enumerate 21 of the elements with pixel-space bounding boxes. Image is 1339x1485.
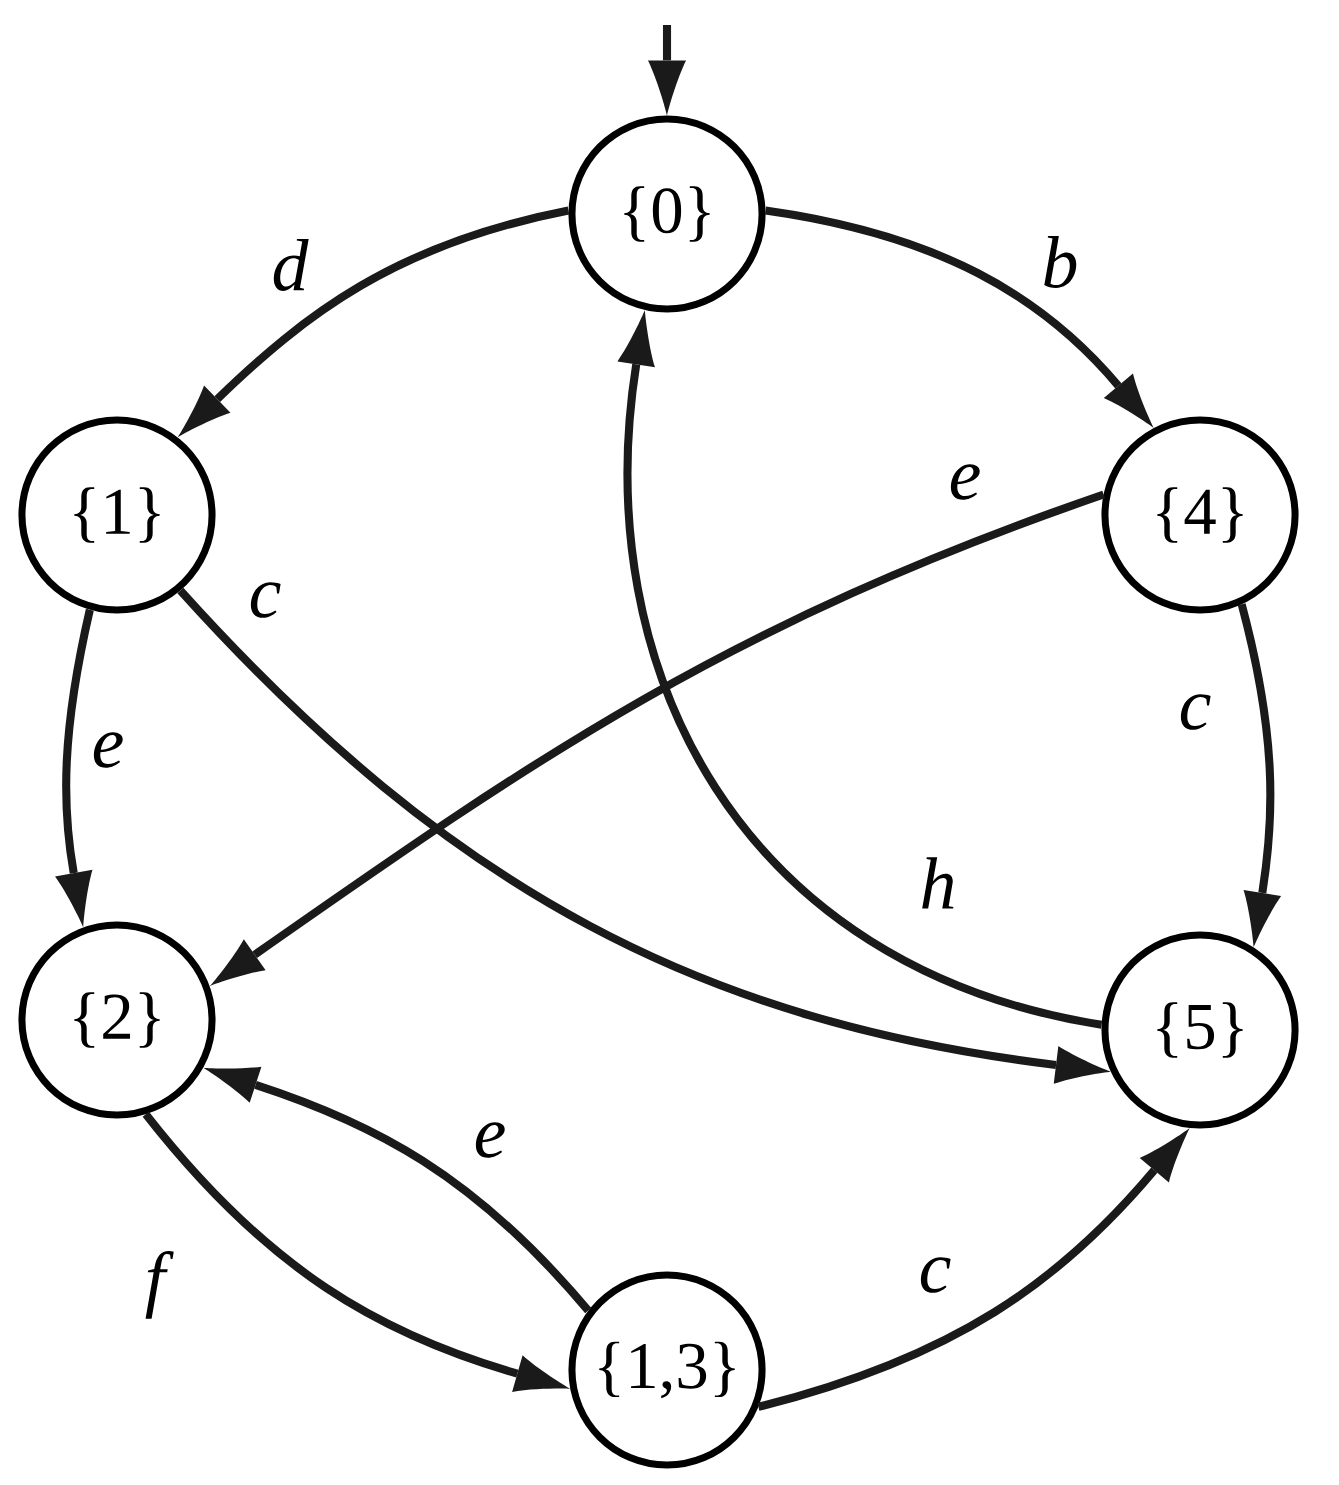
- transition-arrow: [142, 1111, 571, 1392]
- transition-arrow: [617, 310, 1103, 1029]
- edge-label: e: [93, 732, 123, 768]
- transition-arrow: [764, 206, 1154, 428]
- edge-label: e: [950, 464, 980, 500]
- edge-label: f: [145, 1251, 174, 1319]
- transition-arrow: [177, 206, 570, 438]
- edge-label: h: [922, 857, 954, 909]
- transition-arrow: [209, 490, 1105, 987]
- transition-arrow: [1237, 603, 1282, 948]
- edge-label: c: [250, 582, 281, 618]
- transition-arrow: [177, 587, 1111, 1084]
- edge-label: b: [1044, 236, 1077, 288]
- edge-label: d: [273, 239, 309, 291]
- start-arrow: [648, 24, 687, 116]
- edge-label: e: [475, 1122, 505, 1158]
- edge-label: c: [1180, 694, 1211, 730]
- transition-arrow: [55, 608, 94, 928]
- edge-label: c: [920, 1257, 951, 1293]
- transition-arrow: [757, 1128, 1190, 1411]
- transition-arrow: [203, 1066, 592, 1314]
